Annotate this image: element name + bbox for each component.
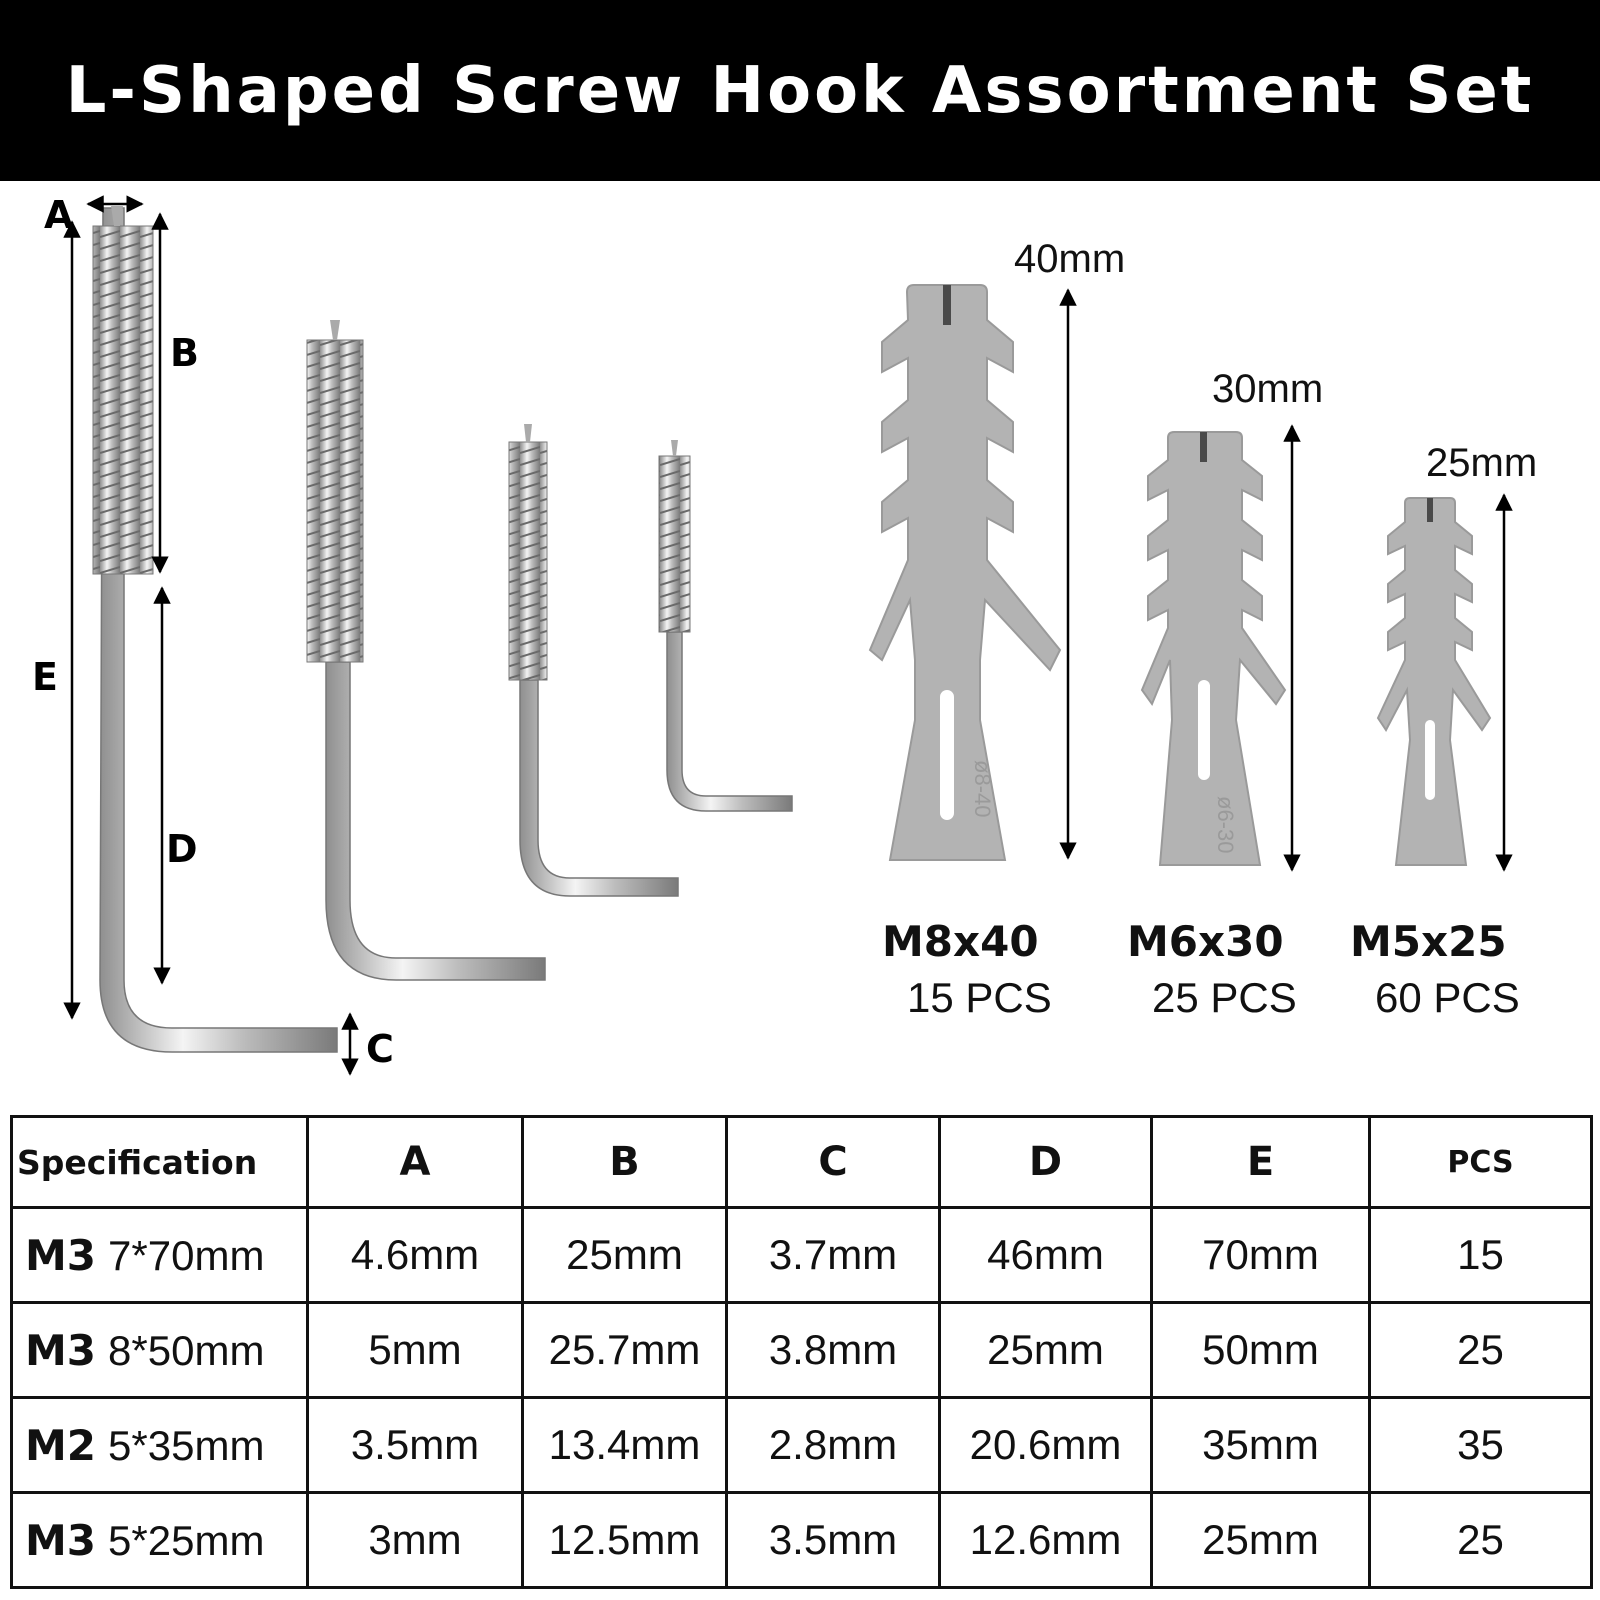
column-header-a: A: [306, 1115, 524, 1209]
wall-anchor-m5x25: [1376, 497, 1492, 866]
column-header-d: D: [938, 1115, 1153, 1209]
dimension-label-b: B: [170, 331, 199, 375]
spec-grade: M2: [25, 1420, 97, 1470]
cell-b: 25mm: [521, 1206, 728, 1304]
cell-pcs: 25: [1368, 1301, 1593, 1399]
cell-b: 12.5mm: [521, 1491, 728, 1589]
spec-size: 8*50mm: [108, 1326, 265, 1374]
wall-anchor-m6x30: ø6-30: [1140, 431, 1287, 866]
hook-medium: [508, 424, 679, 897]
cell-a: 3mm: [306, 1491, 524, 1589]
spec-size: 5*35mm: [108, 1421, 265, 1469]
hook-medium-large: [306, 320, 546, 981]
dimension-lines: [63, 195, 359, 1076]
anchor-size-m6x30: M6x30: [1127, 917, 1284, 966]
dimension-label-a: A: [44, 193, 74, 237]
cell-pcs: 25: [1368, 1491, 1593, 1589]
anchor-length-m5x25: 25mm: [1426, 441, 1537, 485]
cell-c: 3.8mm: [725, 1301, 941, 1399]
cell-a: 4.6mm: [306, 1206, 524, 1304]
cell-e: 50mm: [1150, 1301, 1371, 1399]
hook-large: [92, 206, 338, 1053]
spec-grade: M3: [25, 1325, 97, 1375]
cell-a: 3.5mm: [306, 1396, 524, 1494]
spec-grade: M3: [25, 1515, 97, 1565]
anchor-marking-m6x30: ø6-30: [1213, 796, 1238, 853]
cell-e: 35mm: [1150, 1396, 1371, 1494]
column-header-b: B: [521, 1115, 728, 1209]
anchor-qty-m8x40: 15 PCS: [907, 974, 1052, 1021]
spec-grade: M3: [25, 1230, 97, 1280]
page-title: L-Shaped Screw Hook Assortment Set: [65, 53, 1535, 128]
cell-d: 20.6mm: [938, 1396, 1153, 1494]
cell-c: 2.8mm: [725, 1396, 941, 1494]
cell-pcs: 35: [1368, 1396, 1593, 1494]
column-header-c: C: [725, 1115, 941, 1209]
dimension-label-d: D: [166, 827, 198, 871]
cell-pcs: 15: [1368, 1206, 1593, 1304]
column-header-e: E: [1150, 1115, 1371, 1209]
dimension-label-e: E: [32, 655, 58, 699]
anchor-size-m8x40: M8x40: [882, 917, 1039, 966]
wall-anchor-m8x40: ø8-40: [868, 284, 1062, 861]
cell-b: 13.4mm: [521, 1396, 728, 1494]
cell-c: 3.7mm: [725, 1206, 941, 1304]
anchor-marking-m8x40: ø8-40: [970, 760, 995, 817]
cell-a: 5mm: [306, 1301, 524, 1399]
cell-e: 25mm: [1150, 1491, 1371, 1589]
anchor-size-m5x25: M5x25: [1350, 917, 1507, 966]
cell-d: 12.6mm: [938, 1491, 1153, 1589]
anchor-length-m6x30: 30mm: [1212, 367, 1323, 411]
spec-size: 7*70mm: [108, 1231, 265, 1279]
dimension-label-c: C: [366, 1027, 394, 1071]
cell-e: 70mm: [1150, 1206, 1371, 1304]
anchor-qty-m6x30: 25 PCS: [1152, 974, 1297, 1021]
cell-c: 3.5mm: [725, 1491, 941, 1589]
table-header-row: Specification A B C D E PCS: [10, 1115, 1593, 1209]
cell-b: 25.7mm: [521, 1301, 728, 1399]
column-header-pcs: PCS: [1368, 1115, 1593, 1209]
cell-d: 46mm: [938, 1206, 1153, 1304]
cell-d: 25mm: [938, 1301, 1153, 1399]
product-drawing: A B C D E ø8-40 40mm M8x40 15 PCS ø6-30 …: [32, 193, 1537, 1076]
anchor-length-m8x40: 40mm: [1014, 237, 1125, 281]
product-illustration: A B C D E ø8-40 40mm M8x40 15 PCS ø6-30 …: [0, 181, 1600, 1091]
column-header-specification: Specification: [10, 1115, 309, 1209]
hook-small: [658, 440, 793, 812]
anchor-qty-m5x25: 60 PCS: [1375, 974, 1520, 1021]
title-banner: L-Shaped Screw Hook Assortment Set: [0, 0, 1600, 181]
spec-size: 5*25mm: [108, 1516, 265, 1564]
